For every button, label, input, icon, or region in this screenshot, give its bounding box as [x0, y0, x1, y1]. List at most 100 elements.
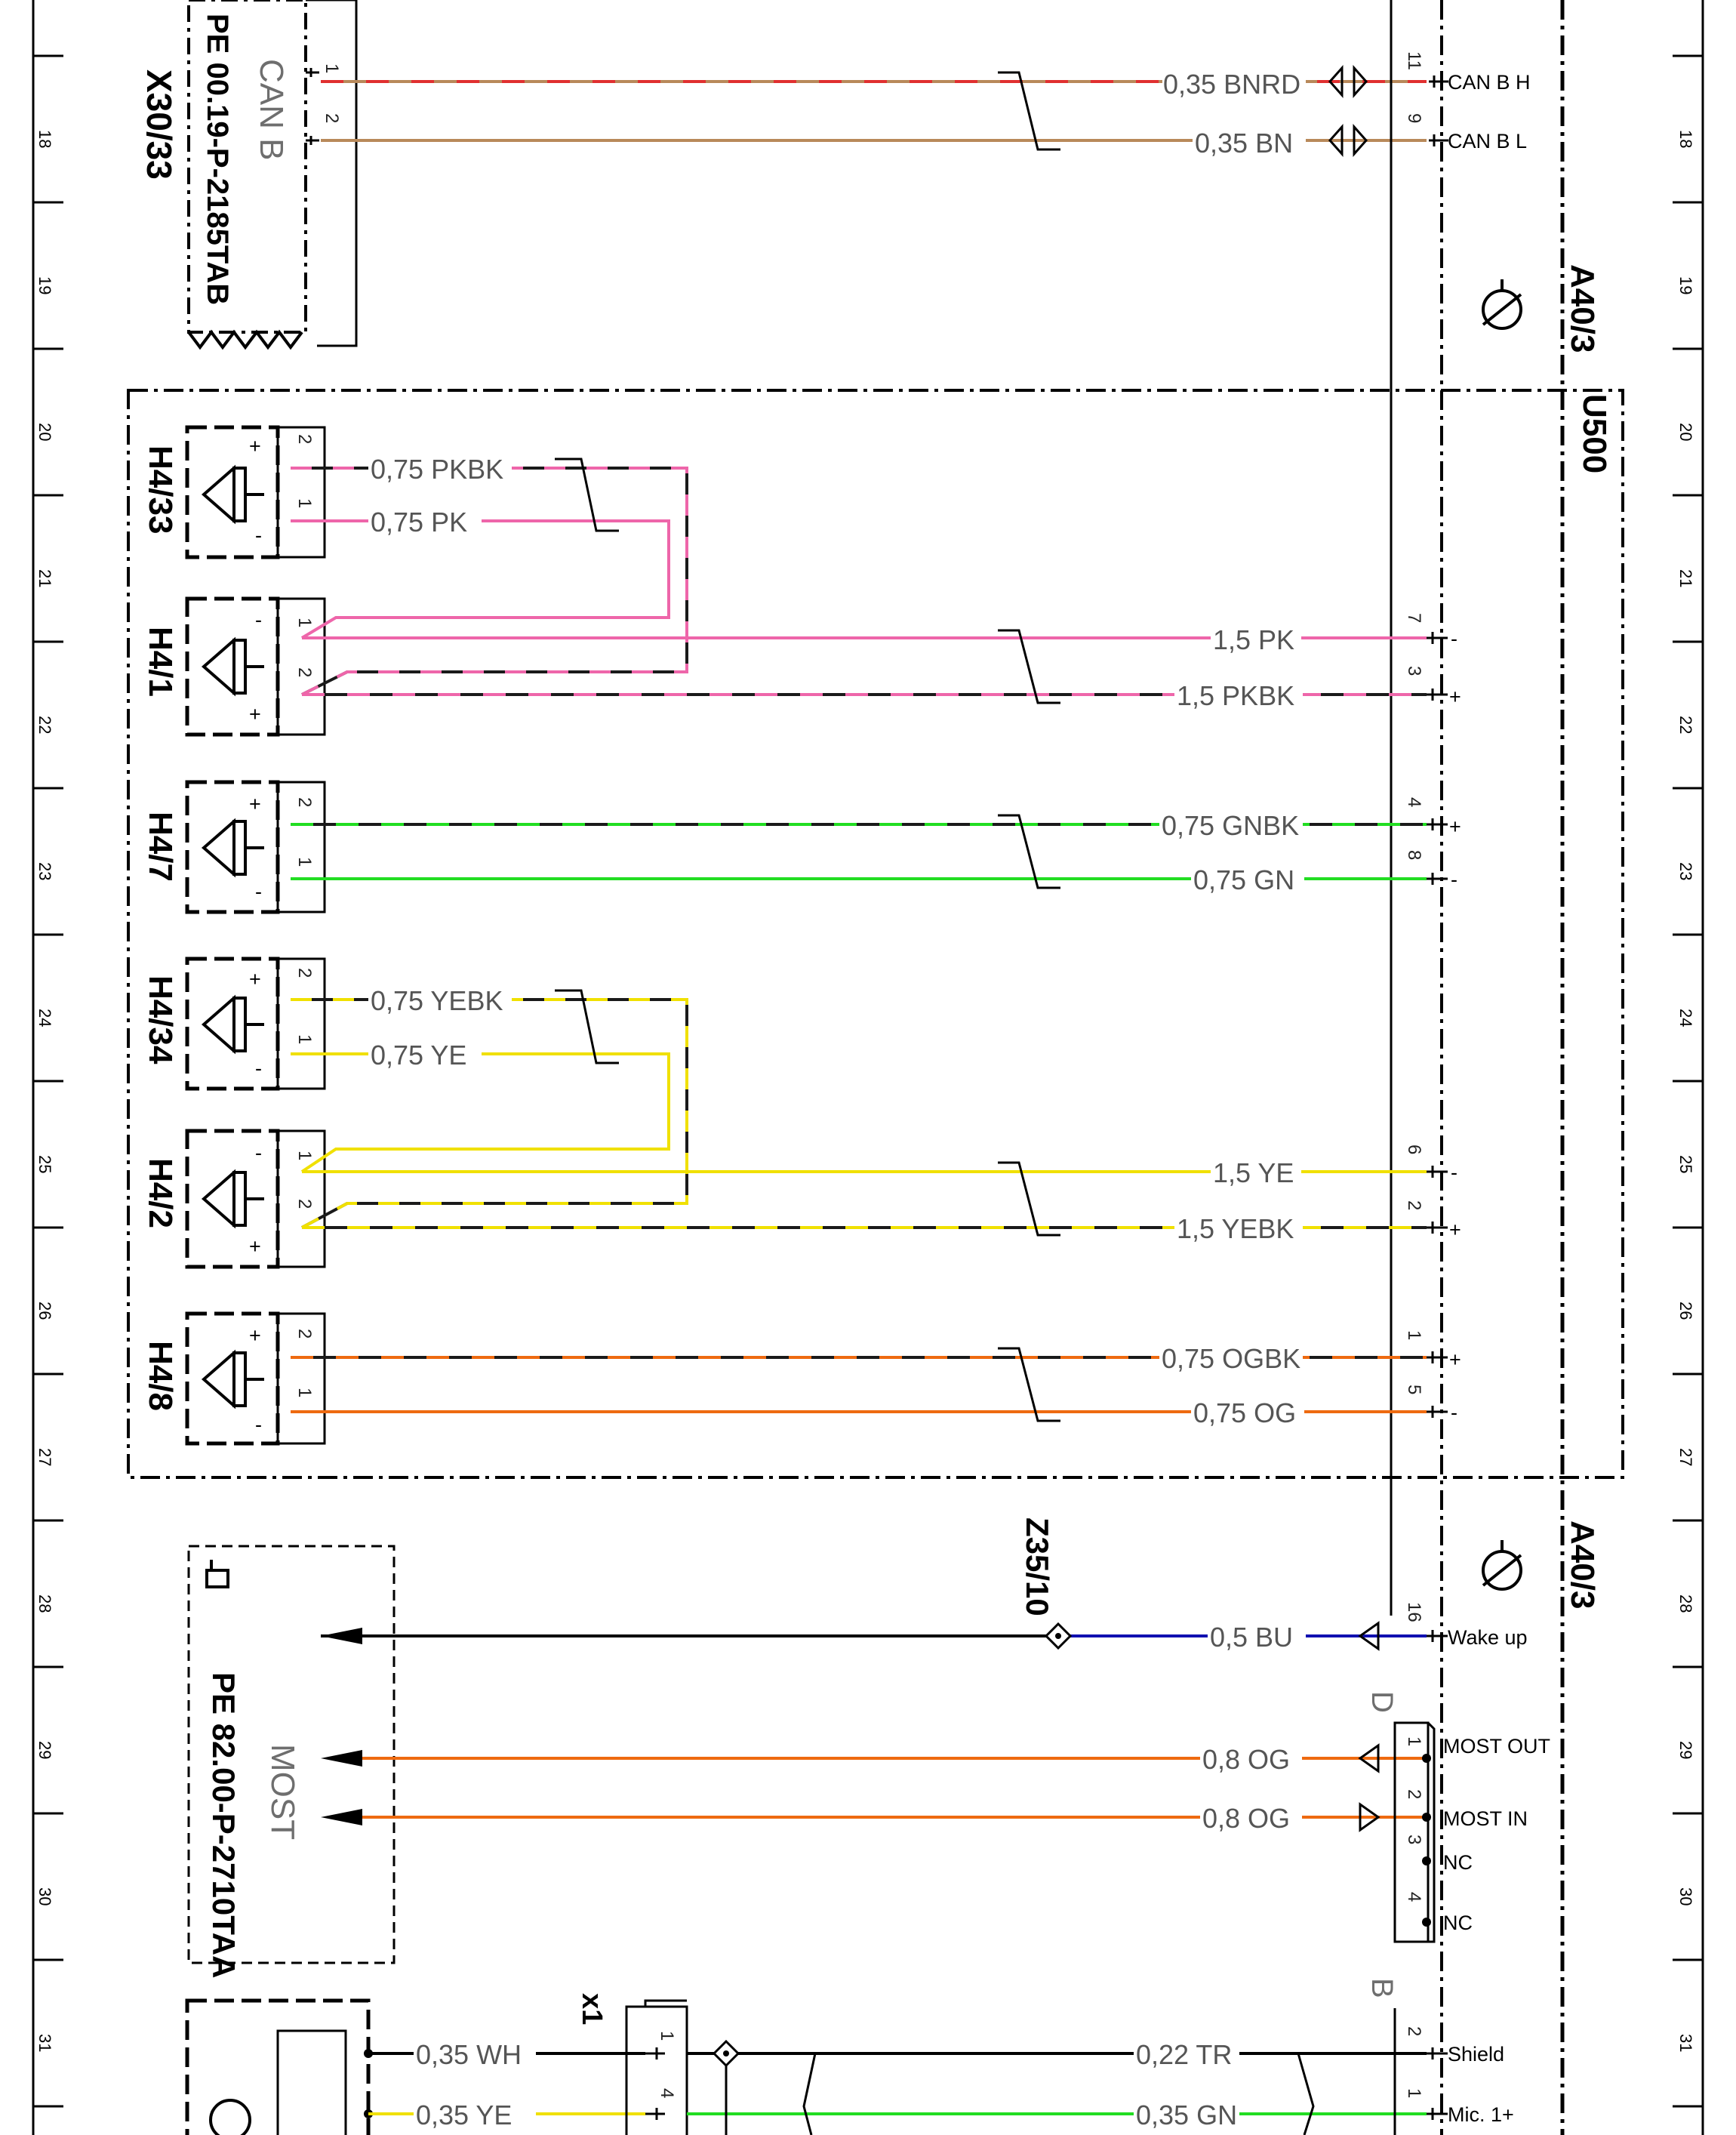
wire-label: 0,75 YE [371, 1040, 466, 1071]
hand-pointer-icon [205, 1560, 229, 1588]
pin-number: 2 [1404, 1789, 1424, 1799]
speaker-icon [201, 818, 264, 878]
most-title: MOST [264, 1744, 301, 1840]
wire-label: 0,22 TR [1136, 2039, 1232, 2070]
left-grid-rail [32, 0, 63, 2135]
speaker-id: H4/33 [142, 445, 179, 534]
pin-number: 4 [1404, 797, 1424, 807]
row-number: 28 [35, 1594, 54, 1613]
speaker-id: H4/1 [142, 627, 179, 697]
pin-number: 5 [1404, 1385, 1424, 1394]
pin-number: 1 [322, 63, 342, 73]
a40-3-label: A40/3 [1564, 264, 1601, 353]
can-b-break-zigzag [187, 329, 303, 350]
wire-label: 0,75 YEBK [371, 985, 503, 1016]
twist-marker [998, 1161, 1060, 1237]
polarity-sign: - [255, 1057, 262, 1080]
speaker-h4-7: H4/7 2 1 + - [142, 780, 326, 914]
pin-number: 1 [294, 1034, 315, 1044]
wake-up-line: Z35/10 0,5 BU 16 Wake up [321, 1517, 1528, 1653]
x30-33-label: X30/33 [140, 69, 179, 180]
pin-number: 8 [1404, 850, 1424, 860]
signal-name: NC [1443, 1912, 1473, 1934]
pin-number: 1 [294, 618, 315, 627]
wire-label: 0,35 BN [1195, 128, 1293, 159]
twist-marker [998, 814, 1060, 889]
row-number: 26 [1676, 1302, 1695, 1320]
signal-name: Shield [1448, 2043, 1504, 2066]
most-wire-labels: 0,8 OG 0,8 OG [1202, 1744, 1290, 1834]
speaker-h4-33: H4/33 2 1 + - [142, 425, 326, 559]
pin-number: 3 [1404, 666, 1424, 676]
pin-number: 1 [657, 2031, 677, 2041]
polarity-sign: - [255, 1141, 262, 1164]
row-number: 23 [35, 862, 54, 880]
twist-marker [998, 1347, 1060, 1422]
polarity-sign: - [255, 608, 262, 631]
signal-name: CAN B H [1448, 71, 1531, 94]
signal-name: - [1451, 868, 1457, 891]
signal-name: + [1449, 685, 1461, 708]
pin-number: 16 [1404, 1602, 1424, 1622]
most-block: PE 82.00-P-2710TAA MOST [187, 1545, 396, 1978]
row-number: 22 [1676, 716, 1695, 734]
twist-marker [998, 71, 1060, 151]
mic-wire-labels: 0,22 TR 0,35 GN [1136, 2039, 1237, 2130]
row-number: 20 [1676, 423, 1695, 441]
connector-b-label: B [1365, 1978, 1399, 1998]
wire-label: 0,8 OG [1202, 1803, 1290, 1834]
row-number: 29 [1676, 1741, 1695, 1759]
row-number: 26 [35, 1302, 54, 1320]
can-b-title: CAN B [253, 59, 290, 160]
pin-number: 2 [294, 434, 315, 444]
pin-number: 2 [294, 1329, 315, 1339]
signal-name: + [1449, 815, 1461, 838]
wire-label: 0,75 GN [1193, 864, 1294, 895]
u500-enclosure: U500 [127, 389, 1624, 1479]
row-number: 21 [1676, 569, 1695, 587]
wire-label: 0,8 OG [1202, 1744, 1290, 1775]
wire-label: 0,75 PK [371, 507, 467, 538]
can-b-block: X30/33 CAN B PE 00.19-P-2185TAB 1 2 [140, 0, 358, 350]
wire-label: 0,35 GN [1136, 2100, 1237, 2130]
speaker-id: H4/2 [142, 1158, 179, 1228]
speaker-icon [201, 994, 264, 1055]
signal-name: Wake up [1448, 1626, 1528, 1649]
wire-label: 0,75 OG [1193, 1397, 1296, 1428]
arrow-left-icon [321, 1628, 362, 1644]
pin-number: 2 [1404, 1200, 1424, 1210]
wire-label: 0,75 OGBK [1162, 1343, 1300, 1374]
wire-label: 0,35 BNRD [1163, 69, 1300, 100]
pin-number: 1 [294, 1151, 315, 1160]
can-wires: 0,35 BNRD 0,35 BN [321, 65, 1427, 159]
row-number: 31 [35, 2034, 54, 2052]
a40-3-module-boundary: A40/3 A40/3 [1390, 0, 1601, 2135]
row-number: 25 [35, 1155, 54, 1173]
row-number: 30 [35, 1887, 54, 1905]
pin-number: 1 [1404, 1330, 1424, 1340]
row-number: 27 [35, 1448, 54, 1466]
row-number: 27 [1676, 1448, 1695, 1466]
speaker-h4-1: H4/1 1 2 - + [142, 596, 326, 737]
signal-name: - [1451, 627, 1457, 650]
pin-number: 4 [1404, 1892, 1424, 1902]
pin-number: 1 [294, 498, 315, 508]
signal-name: - [1451, 1401, 1457, 1424]
x1-label: x1 [576, 1993, 608, 2025]
row-number: 19 [1676, 276, 1695, 294]
signal-name: MOST OUT [1443, 1735, 1550, 1758]
speaker-icon [201, 1169, 264, 1229]
row-number: 19 [35, 276, 54, 294]
wire-label: 0,35 YE [416, 2100, 512, 2130]
orange-wire-labels: 0,75 OGBK 0,75 OG [1159, 1341, 1304, 1428]
arrow-left-icon [321, 1809, 362, 1825]
row-number: 18 [1676, 130, 1695, 148]
connector-x1: x1 1 4 [576, 1993, 688, 2135]
wire-label: 1,5 YEBK [1177, 1213, 1294, 1244]
pin-number: 1 [294, 857, 315, 867]
can-b-box [187, 0, 307, 334]
pin-number: 2 [294, 797, 315, 807]
polarity-sign: + [249, 968, 261, 990]
pin-number: 2 [294, 968, 315, 978]
mic-output-wires [687, 2037, 1427, 2135]
